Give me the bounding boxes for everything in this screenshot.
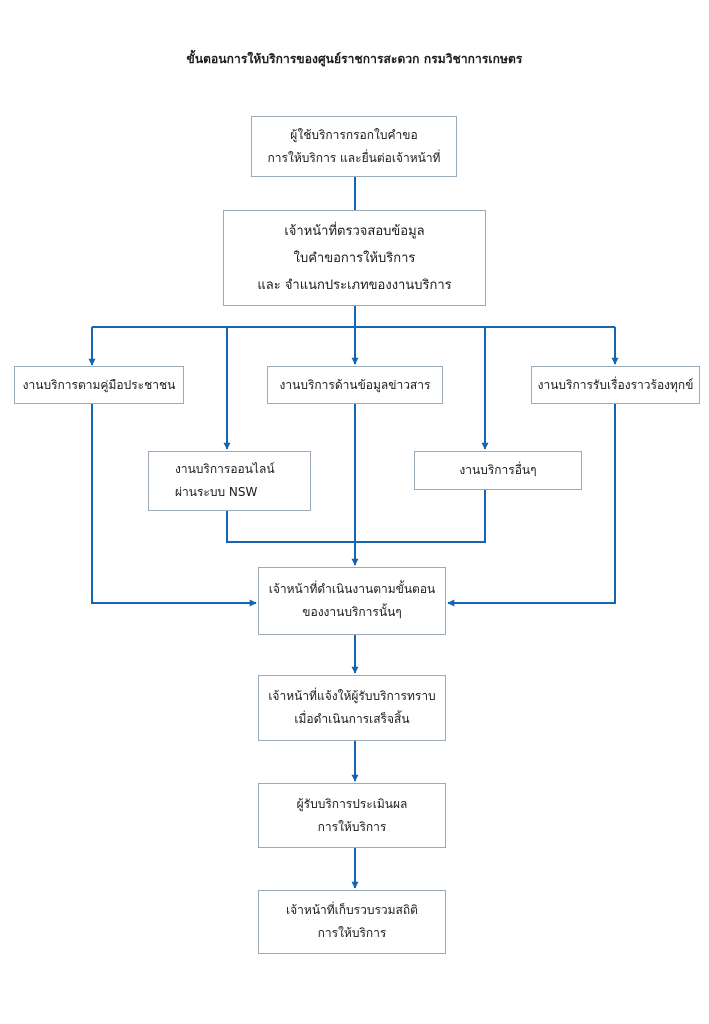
service-complaint-box: งานบริการรับเรื่องราวร้องทุกข์ [531,366,700,404]
step-evaluate-line1: ผู้รับบริการประเมินผล [296,796,408,811]
step-notify-line2: เมื่อดำเนินการเสร็จสิ้น [294,712,410,726]
service-complaint-label: งานบริการรับเรื่องราวร้องทุกข์ [537,377,694,392]
step-process: เจ้าหน้าที่ดำเนินงานตามขั้นตอน ของงานบริ… [258,567,446,635]
step-statistics-line2: การให้บริการ [317,926,387,940]
step-check-classify: เจ้าหน้าที่ตรวจสอบข้อมูล ใบคำขอการให้บริ… [223,210,486,306]
page-title: ขั้นตอนการให้บริการของศูนย์ราชการสะดวก ก… [186,52,523,66]
step-notify-line1: เจ้าหน้าที่แจ้งให้ผู้รับบริการทราบ [268,689,436,703]
service-manual-label: งานบริการตามคู่มือประชาชน [22,377,176,392]
step-evaluate-line2: การให้บริการ [317,819,387,834]
arrow-manual-to-process [91,404,257,607]
step-check-classify-line1: เจ้าหน้าที่ตรวจสอบข้อมูล [284,223,425,239]
step-statistics-line1: เจ้าหน้าที่เก็บรวบรวมสถิติ [286,903,418,917]
step-submit-request-line1: ผู้ใช้บริการกรอกใบคำขอ [290,127,418,142]
service-manual-box: งานบริการตามคู่มือประชาชน [14,366,184,404]
service-other-box: งานบริการอื่นๆ [414,451,582,490]
step-evaluate: ผู้รับบริการประเมินผล การให้บริการ [258,783,446,848]
step-process-line2: ของงานบริการนั้นๆ [302,605,402,619]
step-submit-request: ผู้ใช้บริการกรอกใบคำขอ การให้บริการ และย… [251,116,457,177]
step-notify: เจ้าหน้าที่แจ้งให้ผู้รับบริการทราบ เมื่อ… [258,675,446,741]
service-information-box: งานบริการด้านข้อมูลข่าวสาร [267,366,443,404]
step-check-classify-line2: ใบคำขอการให้บริการ [293,250,416,266]
service-online-line2: ผ่านระบบ NSW [175,485,258,499]
step-statistics: เจ้าหน้าที่เก็บรวบรวมสถิติ การให้บริการ [258,890,446,954]
step-check-classify-line3: และ จำแนกประเภทของงานบริการ [257,277,452,293]
service-information-label: งานบริการด้านข้อมูลข่าวสาร [279,377,431,392]
step-process-line1: เจ้าหน้าที่ดำเนินงานตามขั้นตอน [268,582,436,596]
service-online-box: งานบริการออนไลน์ ผ่านระบบ NSW [148,451,311,511]
arrow-complaint-to-process [447,404,616,607]
service-other-label: งานบริการอื่นๆ [459,463,537,477]
step-submit-request-line2: การให้บริการ และยื่นต่อเจ้าหน้าที่ [267,150,441,165]
service-online-line1: งานบริการออนไลน์ [175,462,275,476]
